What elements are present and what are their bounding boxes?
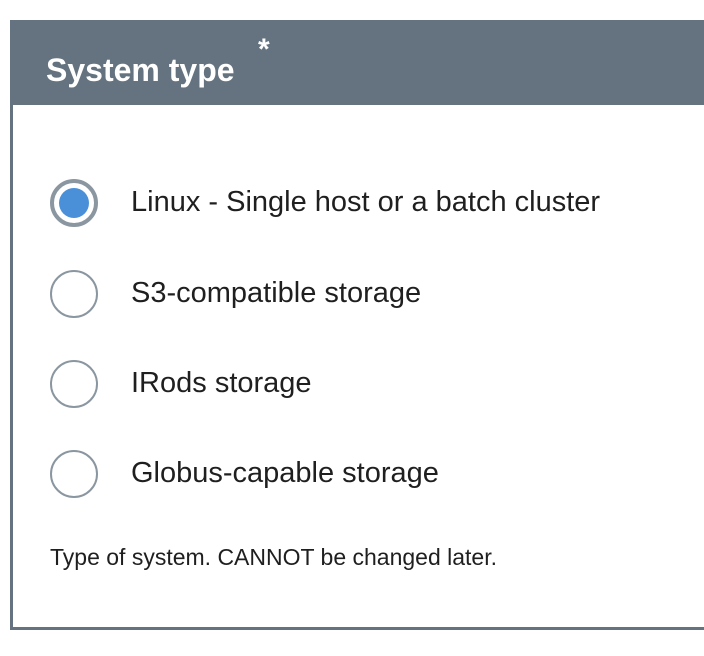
- radio-button[interactable]: [50, 270, 98, 318]
- radio-option-s3[interactable]: S3-compatible storage: [50, 268, 690, 324]
- fieldset-title: System type: [46, 52, 235, 88]
- radio-button[interactable]: [50, 450, 98, 498]
- radio-option-irods[interactable]: IRods storage: [50, 358, 690, 414]
- system-type-fieldset: System type * Linux - Single host or a b…: [10, 20, 704, 630]
- radio-label[interactable]: S3-compatible storage: [131, 277, 422, 309]
- radio-selected-dot: [59, 188, 89, 218]
- radio-label[interactable]: Linux - Single host or a batch cluster: [131, 186, 601, 218]
- field-help-text: Type of system. CANNOT be changed later.: [50, 544, 498, 570]
- radio-option-globus[interactable]: Globus-capable storage: [50, 448, 690, 504]
- required-asterisk: *: [258, 33, 270, 66]
- radio-label[interactable]: Globus-capable storage: [131, 457, 439, 489]
- radio-label[interactable]: IRods storage: [131, 367, 312, 399]
- radio-button[interactable]: [50, 360, 98, 408]
- fieldset-header: System type *: [13, 23, 704, 105]
- radio-option-linux[interactable]: Linux - Single host or a batch cluster: [50, 177, 690, 233]
- radio-button-selected[interactable]: [50, 179, 98, 227]
